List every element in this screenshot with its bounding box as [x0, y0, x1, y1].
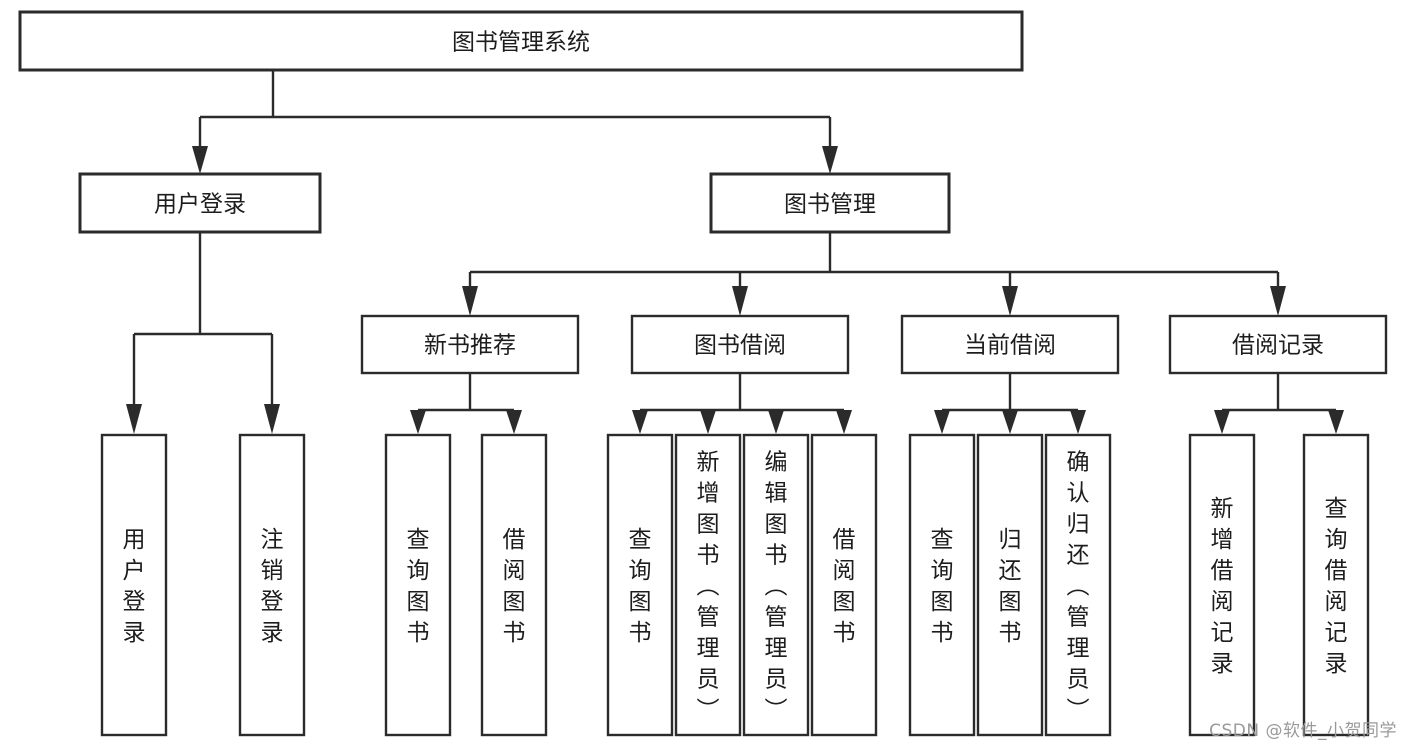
- arrow-head-leaf-query-book-1: [410, 410, 426, 434]
- node-book-borrow-label: 图书借阅: [694, 333, 786, 359]
- node-leaf-confirm-return[interactable]: 确认归还︵管理员︶: [1044, 433, 1112, 737]
- node-leaf-user-login-label: 用户登录: [123, 527, 146, 646]
- arrow-head-leaf-query-record: [1328, 410, 1344, 434]
- arrow-head-leaf-borrow-book-1: [506, 410, 522, 434]
- connector-layer: [126, 70, 1344, 434]
- node-leaf-return-book-box[interactable]: [976, 433, 1044, 737]
- node-book-management-box[interactable]: [709, 172, 951, 234]
- arrow-head-current-borrow: [1002, 286, 1018, 316]
- node-leaf-add-record[interactable]: 新增借阅记录: [1188, 433, 1256, 737]
- node-leaf-confirm-return-label: 确认归还︵管理员︶: [1067, 450, 1090, 724]
- node-leaf-logout-label: 注销登录: [261, 527, 284, 646]
- node-current-borrow[interactable]: 当前借阅: [900, 314, 1120, 375]
- node-root-label: 图书管理系统: [452, 30, 590, 56]
- node-leaf-borrow-book-1[interactable]: 借阅图书: [480, 433, 548, 737]
- node-leaf-user-login-box[interactable]: [100, 433, 168, 737]
- node-borrow-record-box[interactable]: [1168, 314, 1388, 375]
- node-root[interactable]: 图书管理系统: [18, 10, 1024, 72]
- node-new-book-recommend[interactable]: 新书推荐: [360, 314, 580, 375]
- node-leaf-add-book-label: 新增图书︵管理员︶: [697, 450, 720, 724]
- node-book-management[interactable]: 图书管理: [709, 172, 951, 234]
- node-leaf-query-book-1-box[interactable]: [384, 433, 452, 737]
- arrow-head-leaf-confirm-return: [1070, 410, 1086, 434]
- node-leaf-query-record[interactable]: 查询借阅记录: [1302, 433, 1370, 737]
- node-leaf-borrow-book-1-box[interactable]: [480, 433, 548, 737]
- node-leaf-add-book-box[interactable]: [674, 433, 742, 737]
- node-borrow-record-label: 借阅记录: [1232, 333, 1324, 359]
- node-new-book-recommend-label: 新书推荐: [424, 333, 516, 359]
- arrow-head-leaf-edit-book: [768, 410, 784, 434]
- node-leaf-borrow-book-2[interactable]: 借阅图书: [810, 433, 878, 737]
- arrow-head-borrow-record: [1270, 286, 1286, 316]
- node-user-login-box[interactable]: [78, 172, 322, 234]
- arrow-head-leaf-add-record: [1214, 410, 1230, 434]
- node-leaf-confirm-return-box[interactable]: [1044, 433, 1112, 737]
- node-book-borrow[interactable]: 图书借阅: [630, 314, 850, 375]
- node-leaf-query-book-1[interactable]: 查询图书: [384, 433, 452, 737]
- node-user-login[interactable]: 用户登录: [78, 172, 322, 234]
- arrow-head-leaf-query-book-2: [632, 410, 648, 434]
- arrow-head-leaf-borrow-book-2: [836, 410, 852, 434]
- node-leaf-borrow-book-1-label: 借阅图书: [503, 527, 526, 646]
- node-leaf-query-record-box[interactable]: [1302, 433, 1370, 737]
- arrow-head-new-book-recommend: [462, 286, 478, 316]
- node-leaf-query-book-2-label: 查询图书: [629, 527, 652, 646]
- node-leaf-add-record-label: 新增借阅记录: [1211, 496, 1234, 677]
- node-new-book-recommend-box[interactable]: [360, 314, 580, 375]
- arrow-head-user-login: [192, 146, 208, 174]
- arrow-head-leaf-add-book: [700, 410, 716, 434]
- node-current-borrow-label: 当前借阅: [964, 333, 1056, 359]
- node-leaf-borrow-book-2-box[interactable]: [810, 433, 878, 737]
- node-leaf-edit-book[interactable]: 编辑图书︵管理员︶: [742, 433, 810, 737]
- node-root-box[interactable]: [18, 10, 1024, 72]
- node-leaf-logout-box[interactable]: [238, 433, 306, 737]
- node-leaf-add-book[interactable]: 新增图书︵管理员︶: [674, 433, 742, 737]
- node-leaf-return-book[interactable]: 归还图书: [976, 433, 1044, 737]
- node-leaf-borrow-book-2-label: 借阅图书: [833, 527, 856, 646]
- arrow-head-leaf-query-book-3: [934, 410, 950, 434]
- node-leaf-query-book-2[interactable]: 查询图书: [606, 433, 674, 737]
- node-borrow-record[interactable]: 借阅记录: [1168, 314, 1388, 375]
- node-leaf-edit-book-label: 编辑图书︵管理员︶: [765, 450, 788, 724]
- arrow-head-leaf-logout: [264, 404, 280, 434]
- arrow-head-book-borrow: [732, 286, 748, 316]
- node-leaf-return-book-label: 归还图书: [999, 527, 1022, 646]
- arrow-head-leaf-return-book: [1002, 410, 1018, 434]
- node-leaf-add-record-box[interactable]: [1188, 433, 1256, 737]
- node-book-borrow-box[interactable]: [630, 314, 850, 375]
- node-leaf-query-book-2-box[interactable]: [606, 433, 674, 737]
- node-leaf-query-book-1-label: 查询图书: [407, 527, 430, 646]
- node-book-management-label: 图书管理: [784, 192, 876, 218]
- node-leaf-edit-book-box[interactable]: [742, 433, 810, 737]
- node-user-login-label: 用户登录: [154, 192, 246, 218]
- node-leaf-query-book-3[interactable]: 查询图书: [908, 433, 976, 737]
- node-leaf-query-book-3-box[interactable]: [908, 433, 976, 737]
- arrow-head-book-management: [822, 146, 838, 174]
- arrow-head-leaf-user-login: [126, 404, 142, 434]
- node-current-borrow-box[interactable]: [900, 314, 1120, 375]
- node-leaf-logout[interactable]: 注销登录: [238, 433, 306, 737]
- node-leaf-query-record-label: 查询借阅记录: [1325, 496, 1348, 677]
- node-leaf-user-login[interactable]: 用户登录: [100, 433, 168, 737]
- node-leaf-query-book-3-label: 查询图书: [931, 527, 954, 646]
